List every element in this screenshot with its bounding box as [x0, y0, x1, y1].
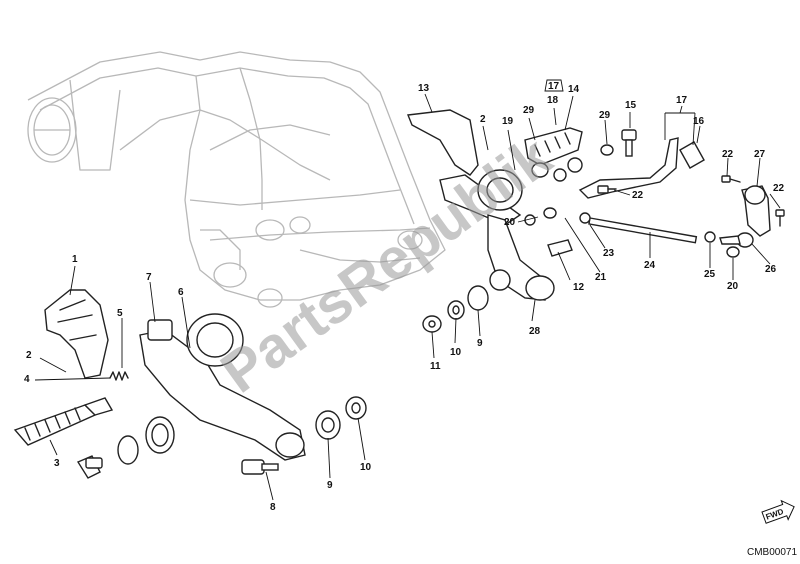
callout-29-b: 29 — [599, 110, 611, 121]
forward-arrow: FWD — [761, 499, 795, 524]
callout-18: 18 — [547, 95, 559, 106]
left-spring — [109, 371, 129, 381]
right-heel-guard — [407, 109, 479, 176]
callout-17-a: 17 — [548, 81, 560, 92]
left-footpeg — [13, 397, 114, 446]
callout-14: 14 — [568, 84, 580, 95]
right-brake-lever — [487, 214, 555, 301]
drawing-code: CMB00071 — [747, 547, 797, 558]
right-footpeg-pin — [531, 157, 583, 182]
left-pivot-bolt — [76, 455, 103, 479]
motorcycle-frame — [27, 51, 446, 308]
callout-20-b: 20 — [727, 281, 739, 292]
callout-16: 16 — [693, 116, 705, 127]
right-footpeg — [524, 127, 583, 166]
leader-lines — [34, 93, 781, 501]
callout-21: 21 — [595, 272, 607, 283]
callout-6: 6 — [178, 287, 184, 298]
callout-29-a: 29 — [523, 105, 535, 116]
callout-13: 13 — [418, 83, 430, 94]
right-rod-end — [704, 231, 754, 258]
callouts: 1 2 3 4 5 6 7 8 9 10 9 10 11 12 13 2 19 … — [24, 79, 785, 513]
callout-22-b: 22 — [773, 183, 785, 194]
callout-2: 2 — [26, 350, 32, 361]
callout-27: 27 — [754, 149, 766, 160]
callout-4: 4 — [24, 374, 30, 385]
right-bushings — [422, 285, 489, 333]
callout-1: 1 — [72, 254, 78, 265]
right-footpeg-bracket — [439, 169, 523, 226]
callout-20-a: 20 — [504, 217, 516, 228]
left-pivot-bushings — [117, 416, 175, 465]
callout-17-b: 17 — [676, 95, 688, 106]
right-bolt-15 — [621, 129, 637, 157]
callout-15: 15 — [625, 100, 637, 111]
callout-22-c: 22 — [632, 190, 644, 201]
callout-12: 12 — [573, 282, 585, 293]
callout-5: 5 — [117, 308, 123, 319]
callout-19: 19 — [502, 116, 514, 127]
right-oring — [600, 144, 614, 156]
callout-9-right: 9 — [477, 338, 483, 349]
right-shift-lever — [578, 137, 679, 199]
callout-8: 8 — [270, 502, 276, 513]
callout-26: 26 — [765, 264, 777, 275]
callout-25: 25 — [704, 269, 716, 280]
callout-17-boxed: 17 — [544, 79, 564, 92]
right-linkage-arm — [741, 185, 771, 237]
callout-22-a: 22 — [722, 149, 734, 160]
callout-23: 23 — [603, 248, 615, 259]
callout-9-left: 9 — [327, 480, 333, 491]
right-bolts-22 — [597, 175, 785, 227]
right-pivot-bolt — [547, 239, 573, 257]
callout-11: 11 — [430, 361, 441, 372]
right-shift-rod — [524, 207, 698, 244]
callout-28: 28 — [529, 326, 541, 337]
left-bushings-washer — [315, 396, 367, 440]
right-shift-rubber — [679, 141, 705, 169]
callout-10-left: 10 — [360, 462, 372, 473]
left-gearshift-lever — [139, 313, 306, 461]
left-heel-guard — [44, 289, 109, 379]
left-lever-bolt — [241, 459, 279, 475]
callout-3: 3 — [54, 458, 60, 469]
callout-24: 24 — [644, 260, 656, 271]
callout-10-right: 10 — [450, 347, 462, 358]
callout-7: 7 — [146, 272, 152, 283]
callout-2-right: 2 — [480, 114, 486, 125]
